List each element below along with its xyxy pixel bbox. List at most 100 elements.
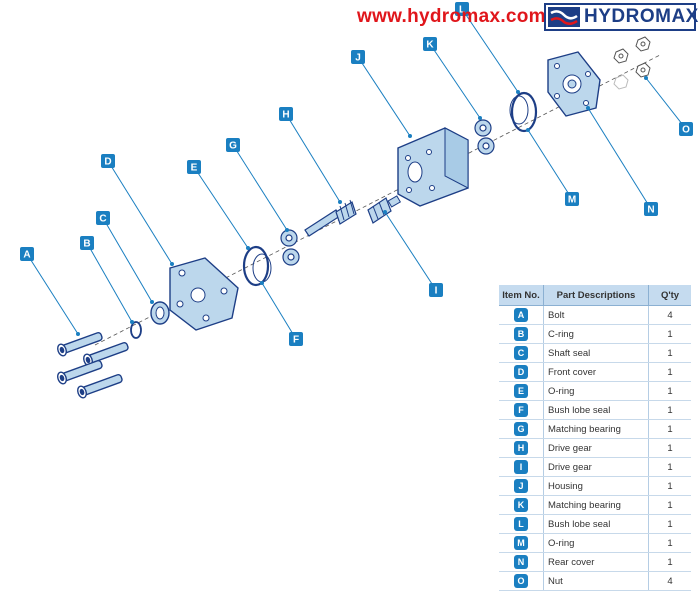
callout-a: A <box>20 247 80 336</box>
part-c-ring <box>130 321 142 339</box>
qty-cell: 1 <box>648 438 691 458</box>
leader-dot <box>478 116 482 120</box>
item-no-cell: O <box>499 571 544 591</box>
part-o-ring-front <box>242 245 270 287</box>
callout-badge <box>429 283 443 297</box>
qty-cell: 1 <box>648 514 691 534</box>
part-shaft-seal <box>150 301 170 325</box>
callout-letter: N <box>647 205 654 216</box>
leader-line <box>285 113 341 203</box>
qty-cell: 1 <box>648 343 691 363</box>
site-url[interactable]: www.hydromax.com.cn <box>357 6 575 27</box>
part-front-cover <box>169 257 239 331</box>
callout-badge <box>279 107 293 121</box>
header-item-no: Item No. <box>499 285 544 306</box>
qty-cell: 1 <box>648 400 691 420</box>
callout-badge <box>187 160 201 174</box>
part-description-cell: Drive gear <box>543 457 649 477</box>
leader-line <box>232 144 288 231</box>
qty-cell: 1 <box>648 324 691 344</box>
callout-badge <box>289 332 303 346</box>
callout-o: O <box>644 76 693 136</box>
leader-line <box>587 107 652 210</box>
part-driven-gear <box>367 195 402 224</box>
qty-cell: 4 <box>648 305 691 325</box>
leader-dot <box>246 246 250 250</box>
item-badge: J <box>514 479 528 493</box>
part-description-cell: Housing <box>543 476 649 496</box>
callout-badge <box>20 247 34 261</box>
callout-badge <box>455 2 469 16</box>
bolt-1 <box>57 332 103 357</box>
item-no-cell: K <box>499 495 544 515</box>
item-badge: A <box>514 308 528 322</box>
part-description-cell: Drive gear <box>543 438 649 458</box>
callout-g: G <box>226 138 289 232</box>
item-badge: F <box>514 403 528 417</box>
leader-dot <box>338 200 342 204</box>
callout-letter: C <box>99 214 106 225</box>
leader-dot <box>383 210 387 214</box>
part-description-cell: O-ring <box>543 533 649 553</box>
leader-dot <box>150 300 154 304</box>
part-description-cell: Rear cover <box>543 552 649 572</box>
callout-badge <box>351 50 365 64</box>
item-badge: H <box>514 441 528 455</box>
part-description-cell: Shaft seal <box>543 343 649 363</box>
leader-line <box>461 8 519 93</box>
leader-line <box>429 43 481 119</box>
part-description-cell: O-ring <box>543 381 649 401</box>
leader-dot <box>408 134 412 138</box>
part-description-cell: Matching bearing <box>543 495 649 515</box>
leader-line <box>26 253 79 335</box>
part-o-ring-rear <box>510 91 538 133</box>
part-description-cell: Nut <box>543 571 649 591</box>
leader-line <box>102 217 153 303</box>
callout-badge <box>101 154 115 168</box>
callout-n: N <box>586 106 658 216</box>
leader-dot <box>526 128 530 132</box>
part-bush-lobe-seal-rear <box>509 95 529 125</box>
item-no-cell: H <box>499 438 544 458</box>
callout-letter: E <box>191 163 198 174</box>
qty-cell: 1 <box>648 552 691 572</box>
item-badge: K <box>514 498 528 512</box>
leader-line <box>261 282 297 340</box>
part-description-cell: Front cover <box>543 362 649 382</box>
leader-dot <box>170 262 174 266</box>
leader-line <box>527 129 573 200</box>
part-matching-bearing-rear <box>474 119 495 155</box>
leader-dot <box>644 76 648 80</box>
item-no-cell: C <box>499 343 544 363</box>
item-badge: D <box>514 365 528 379</box>
item-no-cell: A <box>499 305 544 325</box>
leader-line <box>645 77 687 130</box>
callout-m: M <box>526 128 579 206</box>
qty-cell: 1 <box>648 381 691 401</box>
brand-logo: HYDROMAX <box>544 3 698 31</box>
callout-badge <box>644 202 658 216</box>
callout-letter: L <box>459 5 465 16</box>
callout-letter: H <box>282 110 289 121</box>
callout-b: B <box>80 236 134 324</box>
item-badge: I <box>514 460 528 474</box>
leader-dot <box>586 106 590 110</box>
part-description-cell: Matching bearing <box>543 419 649 439</box>
leader-line <box>107 160 173 265</box>
callout-f: F <box>260 281 303 346</box>
item-no-cell: G <box>499 419 544 439</box>
item-badge: L <box>514 517 528 531</box>
